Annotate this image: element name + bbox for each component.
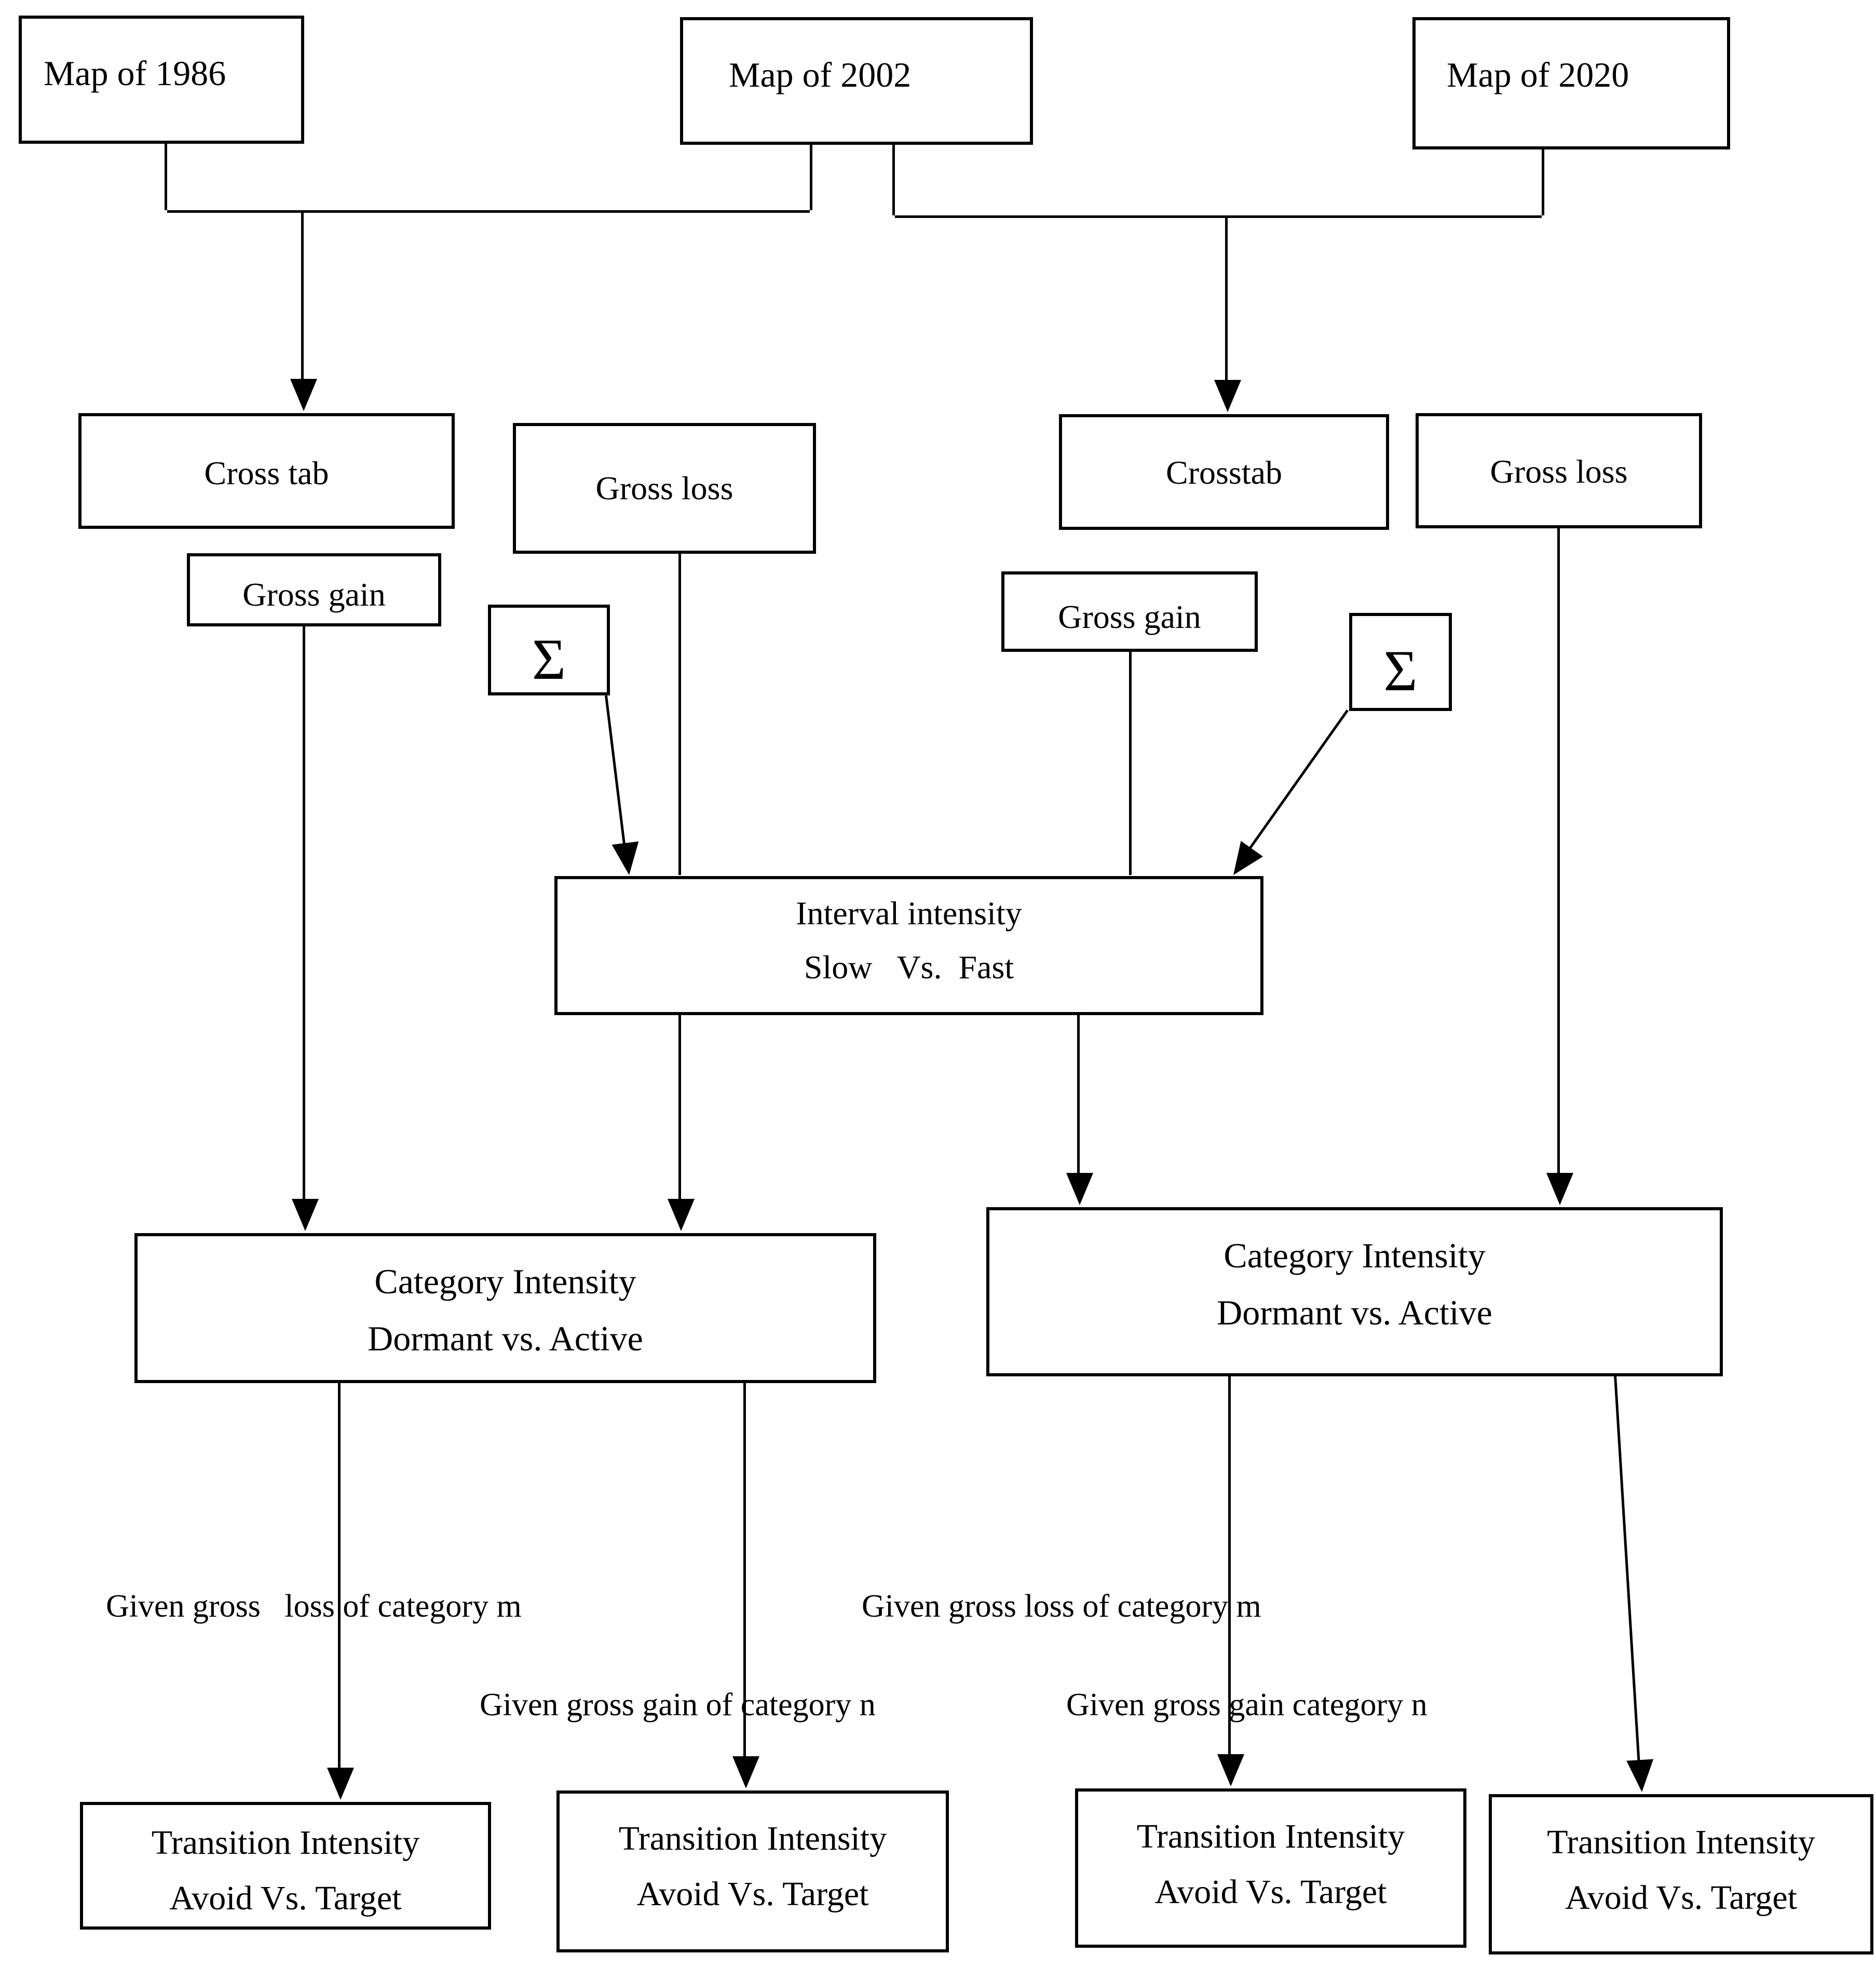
arrowhead-icon-category-left-to-transition-1 [327, 1768, 354, 1800]
arrowhead-icon-interval-to-category-right [1066, 1173, 1093, 1205]
given-gross-gain-left: Given gross gain of category n [480, 1687, 876, 1723]
edge-line-bridge-1986-2002 [167, 210, 810, 213]
arrowhead-icon-category-right-to-transition-4 [1626, 1759, 1655, 1793]
arrowhead-icon-sigma-left-to-interval [611, 841, 643, 877]
sigma-right: Σ [1349, 613, 1452, 711]
sigma-left-label: Σ [532, 627, 566, 692]
edge-line-gross-loss-left-upper [678, 552, 681, 875]
transition-intensity-2-label: Avoid Vs. Target [636, 1875, 869, 1913]
edge-line-to-crosstab-left [301, 210, 304, 381]
edge-line-bridge-1986-2002 [165, 142, 167, 210]
gross-loss-right-label: Gross loss [1490, 453, 1628, 490]
given-gross-loss-left: Given gross loss of category m [106, 1589, 522, 1624]
arrowhead-icon-to-crosstab-right [1214, 380, 1241, 412]
crosstab-left: Cross tab [78, 413, 455, 529]
transition-intensity-2-label: Transition Intensity [618, 1820, 887, 1857]
arrowhead-icon-category-right-to-transition-3 [1217, 1754, 1244, 1786]
edge-line-gross-loss-left-to-category [678, 1014, 681, 1201]
gross-gain-left-label: Gross gain [242, 576, 386, 613]
transition-intensity-4-label: Avoid Vs. Target [1565, 1878, 1797, 1917]
edge-line-bridge-2002-2020 [895, 215, 1542, 218]
interval-intensity-label: Interval intensity [796, 895, 1022, 932]
map-1986-label: Map of 1986 [44, 53, 226, 93]
arrowhead-icon-category-left-to-transition-2 [732, 1756, 759, 1788]
sigma-left: Σ [488, 605, 610, 695]
gross-gain-right-label: Gross gain [1058, 598, 1201, 635]
arrowhead-icon-gross-gain-left-to-category [292, 1199, 319, 1231]
edge-line-gross-gain-right-to-interval [1129, 650, 1132, 875]
crosstab-right-label: Crosstab [1166, 454, 1282, 491]
gross-loss-right: Gross loss [1416, 413, 1702, 528]
map-2002-label: Map of 2002 [729, 55, 912, 94]
edge-line-interval-to-category-right [1077, 1014, 1080, 1175]
edge-line-category-right-to-transition-4 [1614, 1375, 1640, 1762]
given-gross-gain-right: Given gross gain category n [1066, 1687, 1428, 1723]
edge-line-to-crosstab-right [1225, 215, 1228, 382]
map-1986: Map of 1986 [19, 16, 304, 144]
arrowhead-icon-gross-loss-right-to-category [1546, 1173, 1573, 1205]
gross-loss-left-label: Gross loss [595, 470, 733, 507]
edge-line-sigma-right-to-interval [1248, 709, 1349, 850]
transition-intensity-3-label: Transition Intensity [1136, 1817, 1405, 1855]
category-intensity-left-label: Category Intensity [374, 1262, 636, 1301]
edge-line-bridge-2002-2020 [1542, 148, 1544, 215]
crosstab-right: Crosstab [1059, 414, 1389, 530]
edge-line-category-left-to-transition-1 [338, 1382, 341, 1770]
transition-intensity-1-label: Avoid Vs. Target [169, 1879, 402, 1917]
edge-line-bridge-2002-2020 [892, 143, 895, 215]
crosstab-left-label: Cross tab [204, 455, 329, 491]
sigma-right-label: Σ [1383, 639, 1418, 703]
gross-loss-left: Gross loss [513, 423, 816, 554]
edge-line-sigma-left-to-interval [605, 695, 626, 845]
map-2020-label: Map of 2020 [1447, 55, 1629, 94]
arrowhead-icon-gross-loss-left-to-category [668, 1199, 695, 1231]
transition-intensity-4-label: Transition Intensity [1547, 1823, 1815, 1861]
gross-gain-left: Gross gain [187, 553, 441, 626]
edge-line-gross-loss-right-to-category [1557, 527, 1560, 1175]
transition-intensity-1-label: Transition Intensity [151, 1824, 420, 1862]
category-intensity-right-label: Category Intensity [1224, 1236, 1486, 1275]
edge-line-bridge-1986-2002 [810, 143, 812, 210]
map-2002: Map of 2002 [680, 17, 1033, 145]
interval-intensity-label: Slow Vs. Fast [804, 948, 1014, 986]
arrowhead-icon-to-crosstab-left [290, 379, 317, 411]
gross-gain-right: Gross gain [1001, 571, 1258, 652]
given-gross-loss-right: Given gross loss of category m [862, 1589, 1261, 1624]
map-2020: Map of 2020 [1412, 17, 1730, 149]
edge-line-gross-gain-left-to-category [303, 625, 305, 1201]
category-intensity-right-label: Dormant vs. Active [1217, 1293, 1492, 1333]
category-intensity-left-label: Dormant vs. Active [368, 1319, 643, 1359]
transition-intensity-3-label: Avoid Vs. Target [1154, 1872, 1387, 1911]
